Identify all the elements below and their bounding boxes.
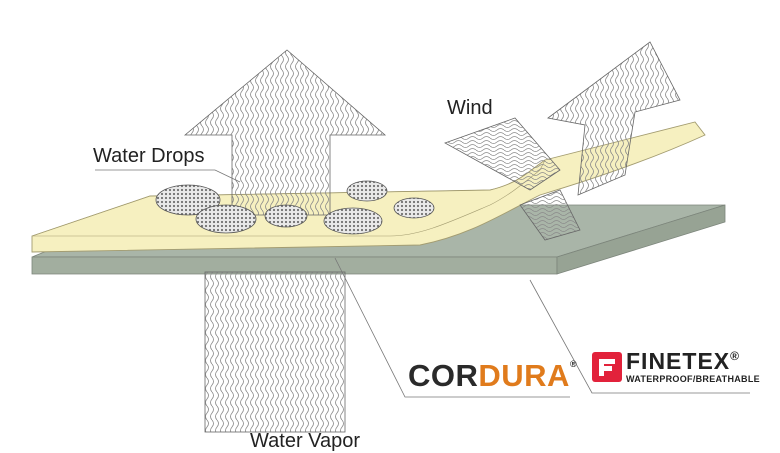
water-vapor-arrow-head — [183, 49, 387, 216]
finetex-name-text: FINETEX — [626, 348, 731, 374]
water-drop — [393, 197, 435, 219]
water-drops-leader — [95, 169, 241, 183]
water-drop — [346, 180, 388, 202]
finetex-leader — [529, 279, 750, 394]
cordura-logo-part1: COR — [408, 358, 479, 393]
wind-arrow-exit — [547, 41, 681, 196]
water-drop — [195, 204, 257, 234]
wind-label: Wind — [447, 97, 493, 119]
finetex-registered-mark: ® — [730, 349, 740, 363]
water-drops-label: Water Drops — [93, 145, 205, 167]
water-drop — [264, 204, 308, 228]
water-drop — [155, 184, 221, 216]
wind-arrow-under — [519, 189, 581, 241]
water-drop — [323, 207, 383, 235]
cordura-leader — [334, 257, 570, 398]
water-vapor-label: Water Vapor — [250, 430, 361, 452]
cordura-logo-part2: DURA — [478, 358, 570, 393]
cordura-logo: CORDURA® — [408, 358, 578, 393]
fabric-layer-diagram — [31, 41, 750, 433]
wind-arrow-incoming — [444, 117, 561, 191]
base-fabric-side — [556, 204, 726, 275]
finetex-tagline: WATERPROOF/BREATHABLE — [626, 374, 760, 384]
cordura-registered-mark: ® — [569, 359, 578, 369]
finetex-logo-icon — [592, 352, 622, 382]
finetex-logo-name: FINETEX® — [626, 350, 740, 373]
water-vapor-arrow-stem — [204, 271, 346, 433]
base-fabric-front — [31, 256, 558, 275]
